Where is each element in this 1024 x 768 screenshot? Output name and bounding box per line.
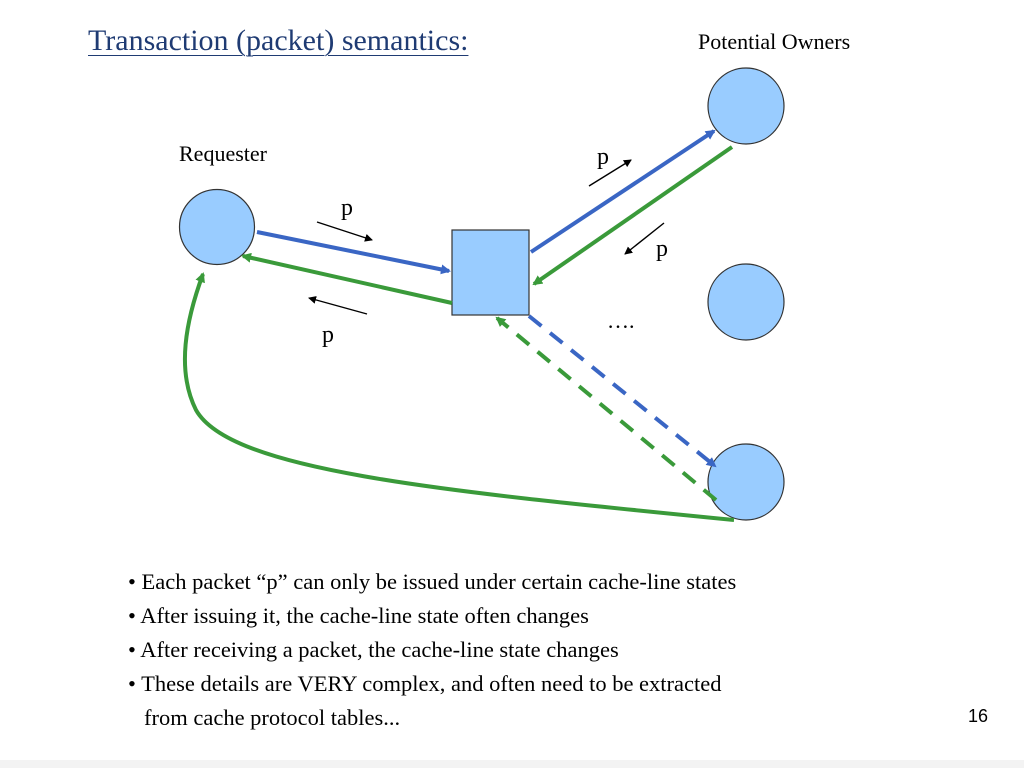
bullet-list: • Each packet “p” can only be issued und…	[128, 565, 948, 735]
request-arrow-requester-to-directory	[256, 230, 451, 275]
bullet-item-continuation: from cache protocol tables...	[144, 705, 401, 730]
footer-bar	[0, 760, 1024, 768]
owner-node-top	[707, 67, 785, 145]
packet-label-1: p	[341, 195, 353, 221]
response-arrow-owner-bottom-to-requester	[182, 272, 735, 522]
packet-direction-arrow-2	[308, 296, 368, 315]
owner-node-bottom	[707, 443, 785, 521]
requester-label: Requester	[179, 141, 268, 166]
packet-direction-arrow-1	[316, 221, 373, 242]
owner-node-middle	[707, 263, 785, 341]
directory-node	[451, 229, 530, 316]
bullet-item: • Each packet “p” can only be issued und…	[128, 569, 737, 594]
packet-label-4: p	[656, 236, 668, 262]
ellipsis-more-owners: ….	[607, 308, 635, 333]
packet-label-2: p	[322, 322, 334, 348]
packet-label-3: p	[597, 144, 609, 170]
response-arrow-owner-top-to-directory	[532, 145, 734, 286]
page-number: 16	[967, 706, 988, 726]
slide-title: Transaction (packet) semantics:	[88, 24, 469, 57]
packet-direction-arrow-4	[624, 222, 665, 255]
bullet-item: • After issuing it, the cache-line state…	[128, 603, 589, 628]
potential-owners-label: Potential Owners	[698, 29, 850, 54]
response-arrow-owner-bottom-to-directory	[495, 316, 718, 502]
response-arrow-directory-to-requester	[241, 252, 453, 305]
request-arrow-directory-to-owner-top	[529, 129, 716, 254]
requester-node	[178, 188, 256, 266]
packet-direction-arrow-3	[588, 159, 632, 187]
bullet-item: • After receiving a packet, the cache-li…	[128, 637, 619, 662]
bullet-item: • These details are VERY complex, and of…	[128, 671, 722, 696]
request-arrow-directory-to-owner-bottom	[527, 314, 717, 468]
